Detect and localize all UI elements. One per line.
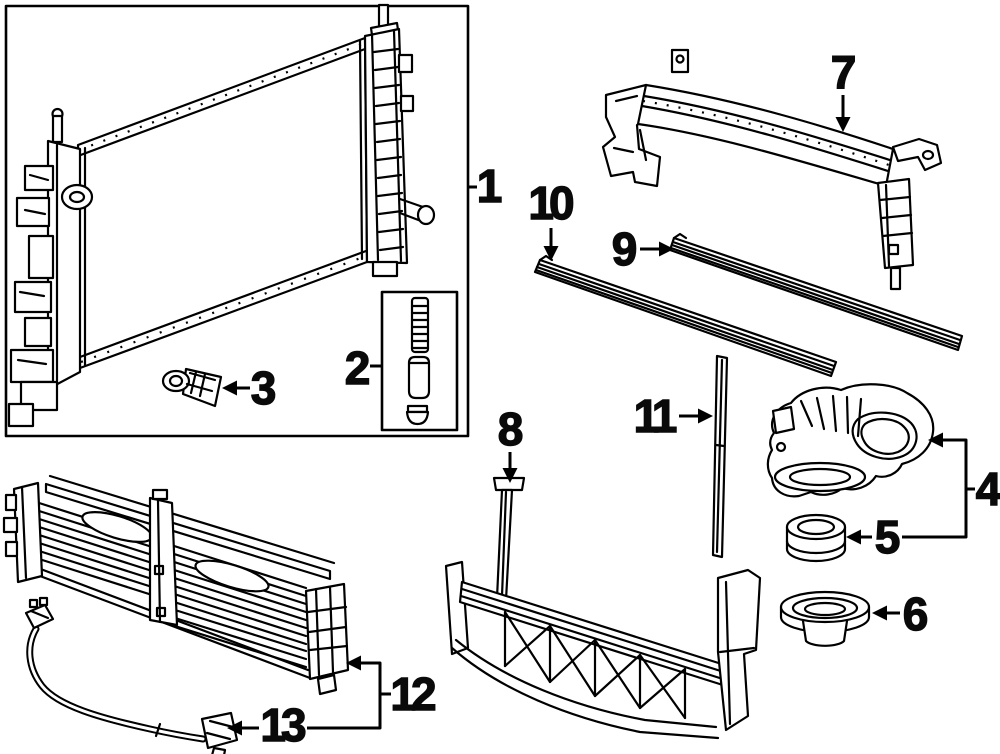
callout-11-leader (679, 408, 713, 424)
callout-3-leader (222, 380, 250, 396)
cap-drawing (405, 404, 430, 426)
callout-label-2: 2 (344, 342, 371, 394)
sensor-drawing (161, 367, 223, 408)
callout-4-5-bracket (846, 432, 975, 545)
callout-label-4: 4 (975, 463, 1000, 515)
callout-label-10: 10 (528, 177, 576, 229)
hardware-kit-box (380, 290, 459, 432)
plug-drawing (407, 355, 431, 400)
grommet-drawing (779, 590, 871, 647)
radiator-left-tank (7, 107, 94, 428)
radiator-drawing (7, 3, 436, 428)
callout-label-3: 3 (250, 362, 277, 414)
callout-label-9: 9 (611, 223, 638, 275)
callout-label-6: 6 (902, 588, 929, 640)
callout-9-leader (640, 241, 674, 257)
callout-label-5: 5 (874, 511, 901, 563)
inlet-housing-drawing (766, 383, 935, 498)
radiator-right-tank (363, 3, 436, 278)
shutter-assembly-drawing (2, 474, 350, 696)
callout-12-13-bracket (227, 655, 391, 736)
callout-label-13: 13 (260, 699, 308, 751)
wiring-harness-drawing (24, 596, 239, 754)
callout-label-11: 11 (633, 390, 678, 442)
callout-6-leader (872, 605, 900, 621)
callout-label-12: 12 (390, 668, 438, 720)
callout-10-leader (543, 228, 559, 261)
callout-label-8: 8 (497, 403, 524, 455)
callout-8-leader (502, 452, 518, 483)
lower-seal-strip-drawing (533, 254, 838, 378)
upper-seal-strip-drawing (668, 232, 964, 352)
callout-label-7: 7 (830, 46, 857, 98)
side-baffle-drawing (492, 476, 526, 602)
threaded-stud-drawing (410, 296, 430, 354)
lower-deflector-drawing (444, 560, 762, 740)
seal-ring-drawing (785, 513, 847, 563)
side-seal-strip-drawing (711, 354, 729, 559)
callout-label-1: 1 (476, 160, 503, 212)
callout-7-leader (835, 95, 851, 132)
tie-bar-drawing (601, 48, 943, 291)
